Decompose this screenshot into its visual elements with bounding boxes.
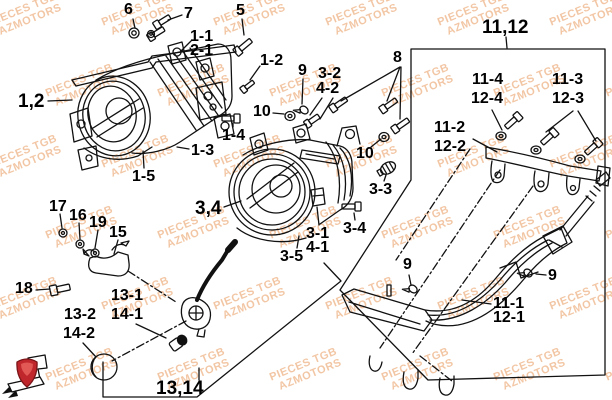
box-13-14 (102, 262, 342, 398)
part-label: 1-5 (132, 168, 156, 185)
pod-wire (195, 239, 238, 302)
part-label: 1-2 (260, 52, 284, 69)
part-label: 18 (15, 280, 33, 297)
part-label: 9 (403, 256, 412, 273)
bolt-8 (378, 97, 399, 115)
part-label: 7 (184, 5, 193, 22)
part-label: 13,14 (156, 378, 204, 399)
part-label: 6 (124, 1, 133, 18)
bolt-1-4 (221, 113, 241, 124)
part-label: 3-5 (280, 248, 304, 265)
part-label: 12-1 (493, 309, 526, 326)
part-label: 2-1 (190, 42, 214, 59)
bulb-3-3 (376, 161, 397, 177)
part-label: 4-2 (316, 80, 340, 97)
part-label: 13-1 (111, 287, 144, 304)
screw-9 (292, 105, 309, 115)
part-label: 10 (356, 145, 374, 162)
part-label: 3-4 (343, 220, 367, 237)
screws-9-box (401, 268, 533, 294)
lower-bracket-drawing (341, 171, 611, 396)
hardware-lower-left (48, 228, 238, 381)
part-label: 14-2 (63, 325, 96, 342)
grommet-10 (284, 110, 296, 122)
retaining-ring (530, 145, 542, 155)
nut-6 (128, 27, 140, 39)
part-label: 3,4 (195, 198, 222, 219)
part-label: 17 (49, 198, 67, 215)
upper-bracket-drawing (485, 146, 611, 196)
part-label: 9 (298, 62, 307, 79)
part-label: 10 (253, 103, 271, 120)
part-label: 11,12 (482, 17, 529, 38)
hardware-top (128, 14, 411, 177)
leader-lines (35, 14, 597, 358)
box-11-12 (339, 36, 606, 381)
part-label: 14-1 (111, 306, 144, 323)
part-label: 1,2 (18, 91, 45, 112)
bolt-7 (146, 26, 166, 42)
bulb-13-1 (168, 334, 188, 352)
part-label: 12-2 (434, 138, 467, 155)
part-label: 3-1 (306, 225, 330, 242)
retaining-ring (574, 154, 586, 164)
part-label: 1-3 (191, 142, 215, 159)
bolt-8 (390, 117, 411, 135)
part-label: 3-3 (369, 181, 393, 198)
part-label: 11-1 (493, 295, 525, 312)
part-label: 11-3 (552, 71, 584, 88)
part-label: 13-2 (64, 306, 97, 323)
part-label: 9 (548, 267, 557, 284)
ring-10 (378, 131, 390, 143)
retaining-ring (495, 131, 507, 141)
bolt-5 (232, 38, 253, 57)
part-label: 12-4 (471, 90, 504, 107)
part-label: 8 (393, 49, 402, 66)
part-label: 19 (89, 214, 107, 231)
bracket-screws (495, 111, 604, 164)
bolt-18 (48, 283, 71, 297)
bracket-15 (82, 240, 130, 277)
part-label: 4-1 (306, 239, 330, 256)
part-label: 11-4 (472, 71, 504, 88)
cap-14-2 (90, 353, 118, 381)
bolt-3-2 (303, 113, 321, 129)
washer-16 (75, 239, 85, 249)
part-label: 1-4 (222, 127, 246, 144)
headlight-1-2-drawing (69, 41, 237, 171)
headlight-3-4-drawing (228, 123, 362, 243)
part-label: 12-3 (552, 90, 585, 107)
bolt-8 (328, 96, 349, 114)
part-label: 11-2 (434, 119, 466, 136)
part-label: 1-1 (190, 28, 214, 45)
washer-17 (58, 228, 68, 238)
azmotors-logo (2, 354, 48, 398)
part-label: 5 (236, 2, 245, 19)
part-label: 16 (69, 207, 87, 224)
position-light-pod (180, 297, 212, 338)
screw-1-2 (239, 79, 255, 94)
part-label: 3-2 (318, 65, 342, 82)
part-label: 15 (109, 224, 127, 241)
